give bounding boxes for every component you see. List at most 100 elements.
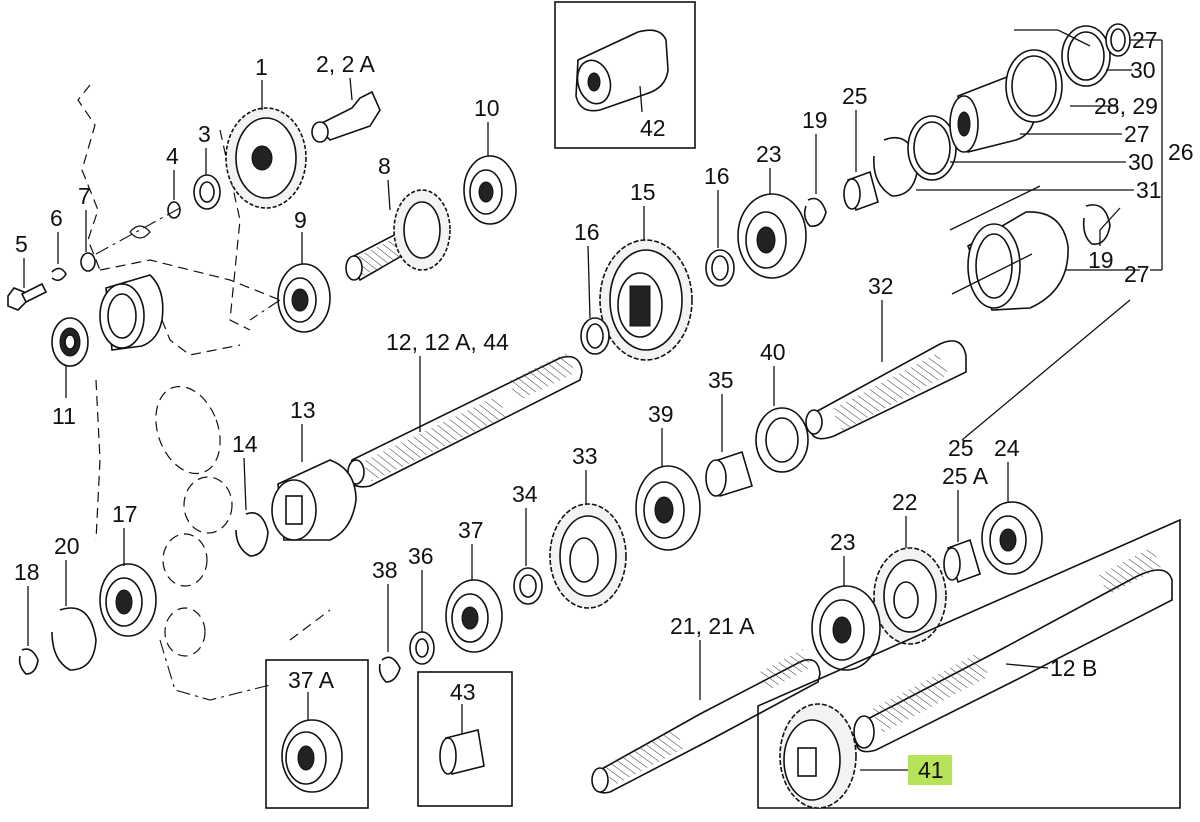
label-23b: 23 — [830, 529, 856, 555]
label-12b: 12 B — [1050, 655, 1097, 681]
label-25c: 25 A — [942, 463, 989, 489]
part-7-washer — [80, 252, 96, 272]
part-4-ring — [167, 201, 181, 219]
part-25-bushing-top — [843, 170, 879, 212]
part-41-gear — [779, 703, 857, 809]
part-35-bushing — [705, 450, 753, 498]
part-12b-shaft — [853, 547, 1173, 753]
part-23-bearing-top — [737, 193, 807, 279]
part-23-bearing-lower — [811, 585, 881, 671]
label-37a: 37 A — [288, 667, 335, 693]
callout-bracket-26 — [916, 39, 1163, 271]
part-21-shaft — [591, 649, 821, 794]
part-15-large-gear — [599, 239, 693, 361]
label-30a: 30 — [1130, 57, 1156, 83]
label-41: 41 — [918, 757, 944, 783]
part-39-bearing — [635, 465, 701, 551]
part-16-ring-b — [705, 249, 735, 287]
label-7: 7 — [78, 183, 91, 209]
inset-box-43 — [417, 671, 513, 807]
label-36: 36 — [408, 543, 434, 569]
part-38-clip — [378, 656, 401, 683]
part-24-bearing — [981, 501, 1043, 575]
part-3-washer — [193, 174, 221, 210]
part-11-seal — [51, 317, 89, 367]
label-43: 43 — [450, 679, 476, 705]
label-30b: 30 — [1128, 149, 1154, 175]
label-42: 42 — [640, 115, 666, 141]
label-34: 34 — [512, 481, 538, 507]
label-21: 21, 21 A — [670, 613, 755, 639]
label-22: 22 — [892, 489, 918, 515]
label-23a: 23 — [756, 141, 782, 167]
label-16b: 16 — [704, 163, 730, 189]
part-37a-bearing — [281, 719, 343, 793]
part-20-snap-ring — [51, 607, 97, 671]
part-12-main-shaft — [347, 353, 583, 488]
inset-box-12b — [757, 518, 1181, 809]
label-3: 3 — [198, 121, 211, 147]
part-32-output-shaft — [805, 340, 967, 440]
label-25b: 25 — [948, 435, 974, 461]
part-27-ring-small — [1105, 23, 1131, 57]
label-14: 14 — [232, 431, 258, 457]
part-18-clip — [18, 648, 39, 675]
part-2-shaft — [311, 90, 381, 143]
label-37: 37 — [458, 517, 484, 543]
label-4: 4 — [166, 143, 179, 169]
label-12: 12, 12 A, 44 — [386, 329, 509, 355]
inset-box-37a — [265, 659, 369, 809]
label-8: 8 — [378, 153, 391, 179]
part-19-clip-right — [1082, 204, 1111, 245]
part-1-gear — [225, 107, 307, 209]
label-24: 24 — [994, 435, 1020, 461]
housing-cup — [99, 274, 164, 351]
label-16a: 16 — [574, 219, 600, 245]
part-16-ring-a — [580, 317, 610, 355]
label-38: 38 — [372, 557, 398, 583]
part-8-shaft-gear — [345, 189, 451, 282]
part-9-bearing — [277, 263, 331, 333]
label-27a: 27 — [1132, 27, 1158, 53]
label-10: 10 — [474, 95, 500, 121]
part-17-bearing — [99, 563, 157, 637]
label-27c: 27 — [1124, 261, 1150, 287]
label-39: 39 — [648, 401, 674, 427]
part-28-ring — [1005, 49, 1063, 123]
part-37-bearing — [445, 579, 503, 653]
part-42-sleeve — [575, 29, 669, 112]
part-19-clip-top — [803, 197, 827, 228]
part-40-seal — [755, 407, 809, 473]
label-9: 9 — [294, 207, 307, 233]
part-5-bolt — [7, 282, 48, 311]
label-35: 35 — [708, 367, 734, 393]
label-19b: 19 — [1088, 247, 1114, 273]
label-13: 13 — [290, 397, 316, 423]
label-31: 31 — [1136, 177, 1162, 203]
label-5: 5 — [15, 231, 28, 257]
label-20: 20 — [54, 533, 80, 559]
label-26: 26 — [1168, 139, 1194, 165]
part-31-snap-ring — [873, 136, 919, 197]
part-36-ring — [409, 631, 435, 665]
part-34-washer — [513, 567, 543, 605]
part-29-ring — [1061, 25, 1111, 87]
part-22-gear — [873, 547, 947, 645]
part-43-bushing — [439, 729, 485, 775]
label-32: 32 — [868, 273, 894, 299]
part-33-gear — [549, 503, 627, 609]
part-10-bearing — [463, 155, 517, 225]
label-2: 2, 2 A — [316, 51, 375, 77]
label-28: 28, 29 — [1094, 93, 1158, 119]
part-30-ring — [907, 115, 957, 181]
highlight-41 — [908, 755, 952, 785]
inset-box-42 — [554, 1, 696, 149]
label-17: 17 — [112, 501, 138, 527]
part-6-clip — [51, 267, 67, 282]
part-13-hub — [271, 459, 357, 541]
label-40: 40 — [760, 339, 786, 365]
part-14-snap-ring — [235, 512, 269, 557]
housing-outline — [77, 84, 331, 701]
label-15: 15 — [630, 179, 656, 205]
